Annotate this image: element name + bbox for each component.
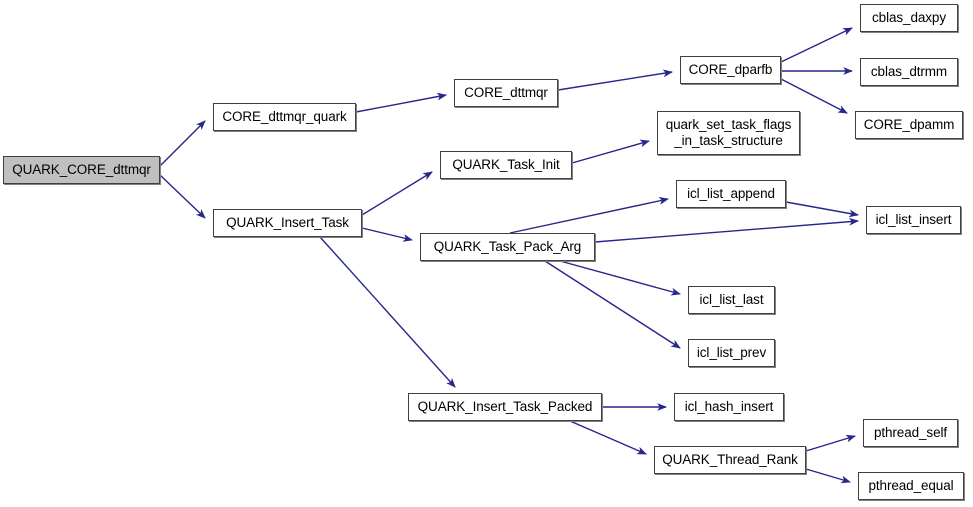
edge-quark_task_pack_arg-to-icl_list_append bbox=[509, 197, 669, 234]
node-label-icl_list_last: icl_list_last bbox=[699, 292, 764, 308]
edge-core_dparfb-to-core_dpamm bbox=[780, 78, 848, 114]
node-cblas_dtrmm[interactable]: cblas_dtrmm bbox=[860, 58, 958, 86]
node-label-quark_thread_rank: QUARK_Thread_Rank bbox=[662, 452, 798, 468]
node-quark_task_pack_arg[interactable]: QUARK_Task_Pack_Arg bbox=[420, 233, 595, 261]
node-icl_list_prev[interactable]: icl_list_prev bbox=[688, 339, 775, 367]
edge-core_dttmqr_quark-to-core_dttmqr bbox=[355, 92, 447, 113]
node-label-pthread_self: pthread_self bbox=[873, 425, 948, 441]
node-label-quark_task_pack_arg: QUARK_Task_Pack_Arg bbox=[433, 239, 582, 255]
node-label-icl_hash_insert: icl_hash_insert bbox=[684, 399, 774, 415]
edge-quark_insert_task-to-quark_task_pack_arg bbox=[361, 227, 413, 242]
node-label-core_dpamm: CORE_dpamm bbox=[863, 117, 955, 133]
node-label-icl_list_append: icl_list_append bbox=[687, 186, 775, 202]
edge-quark_task_pack_arg-to-icl_list_prev bbox=[544, 260, 681, 349]
node-core_dttmqr[interactable]: CORE_dttmqr bbox=[454, 79, 558, 107]
node-icl_list_insert[interactable]: icl_list_insert bbox=[866, 206, 961, 234]
node-label-icl_list_insert: icl_list_insert bbox=[875, 212, 952, 228]
node-label-pthread_equal: pthread_equal bbox=[868, 478, 954, 494]
node-icl_list_append[interactable]: icl_list_append bbox=[676, 180, 786, 208]
edge-quark_thread_rank-to-pthread_equal bbox=[805, 468, 851, 484]
edge-quark_thread_rank-to-pthread_self bbox=[805, 434, 856, 452]
edge-quark_core_dttmqr-to-quark_insert_task bbox=[159, 174, 206, 219]
edge-quark_insert_task_packed-to-quark_thread_rank bbox=[569, 420, 647, 455]
node-quark_insert_task[interactable]: QUARK_Insert_Task bbox=[213, 209, 362, 237]
node-label-core_dparfb: CORE_dparfb bbox=[688, 62, 773, 78]
node-cblas_daxpy[interactable]: cblas_daxpy bbox=[860, 4, 958, 32]
edge-core_dttmqr-to-core_dparfb bbox=[557, 69, 673, 91]
edge-icl_list_append-to-icl_list_insert bbox=[785, 201, 859, 218]
node-quark_set_task_flags[interactable]: quark_set_task_flags _in_task_structure bbox=[657, 111, 800, 155]
node-label-cblas_dtrmm: cblas_dtrmm bbox=[870, 64, 948, 80]
node-icl_list_last[interactable]: icl_list_last bbox=[688, 286, 775, 314]
node-quark_thread_rank[interactable]: QUARK_Thread_Rank bbox=[654, 446, 806, 474]
node-label-quark_core_dttmqr: QUARK_CORE_dttmqr bbox=[12, 162, 151, 178]
node-label-quark_insert_task_packed: QUARK_Insert_Task_Packed bbox=[417, 399, 593, 415]
node-label-core_dttmqr: CORE_dttmqr bbox=[464, 85, 548, 101]
node-core_dparfb[interactable]: CORE_dparfb bbox=[680, 56, 781, 84]
node-label-quark_set_task_flags: quark_set_task_flags _in_task_structure bbox=[665, 117, 792, 148]
node-core_dttmqr_quark[interactable]: CORE_dttmqr_quark bbox=[213, 103, 356, 131]
node-pthread_self[interactable]: pthread_self bbox=[863, 419, 958, 447]
node-label-quark_insert_task: QUARK_Insert_Task bbox=[226, 215, 349, 231]
node-pthread_equal[interactable]: pthread_equal bbox=[858, 472, 964, 500]
node-label-icl_list_prev: icl_list_prev bbox=[696, 345, 767, 361]
edge-core_dparfb-to-cblas_daxpy bbox=[780, 27, 853, 63]
edge-quark_insert_task-to-quark_task_init bbox=[361, 171, 433, 216]
node-label-cblas_daxpy: cblas_daxpy bbox=[872, 10, 946, 26]
node-quark_task_init[interactable]: QUARK_Task_Init bbox=[440, 151, 572, 179]
edge-quark_task_init-to-quark_set_task_flags bbox=[571, 139, 650, 164]
node-icl_hash_insert[interactable]: icl_hash_insert bbox=[674, 393, 784, 421]
edge-quark_task_pack_arg-to-icl_list_insert bbox=[594, 217, 859, 243]
node-quark_core_dttmqr[interactable]: QUARK_CORE_dttmqr bbox=[3, 156, 160, 184]
node-label-quark_task_init: QUARK_Task_Init bbox=[452, 157, 560, 173]
node-core_dpamm[interactable]: CORE_dpamm bbox=[855, 111, 963, 139]
edge-quark_task_pack_arg-to-icl_list_last bbox=[559, 260, 681, 296]
node-quark_insert_task_packed[interactable]: QUARK_Insert_Task_Packed bbox=[408, 393, 602, 421]
node-label-core_dttmqr_quark: CORE_dttmqr_quark bbox=[222, 109, 347, 125]
edge-quark_core_dttmqr-to-core_dttmqr_quark bbox=[159, 120, 206, 167]
